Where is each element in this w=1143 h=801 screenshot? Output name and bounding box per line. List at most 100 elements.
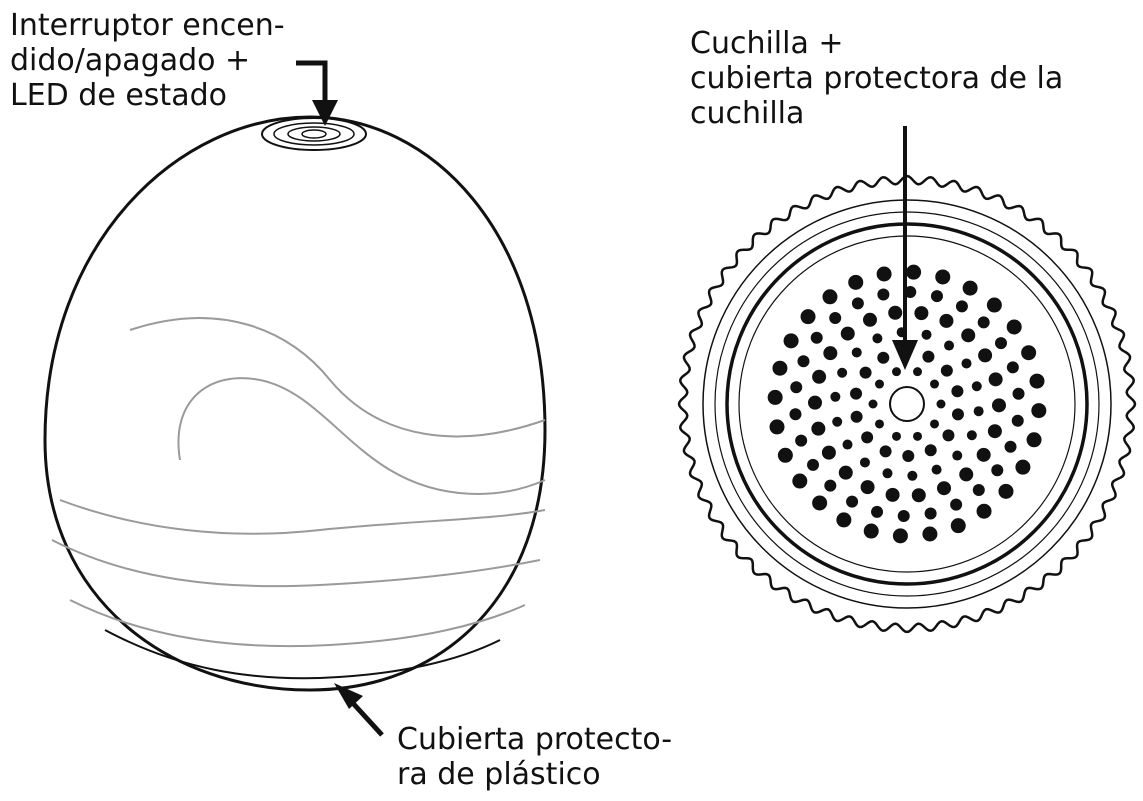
blade-hole (1004, 440, 1017, 453)
blade-hole (892, 528, 908, 544)
blade-hole (913, 431, 923, 441)
blade-hole (879, 445, 892, 458)
blade-hole (877, 351, 890, 364)
blade-hole (1015, 459, 1031, 475)
blade-hole (978, 348, 993, 363)
cover-edge-line (104, 629, 501, 680)
blade-hole (935, 269, 951, 285)
power-switch-icon (261, 117, 367, 151)
blade-hole (795, 434, 808, 447)
blade-hole (950, 518, 966, 534)
blade-hole (959, 467, 974, 482)
blade-hole (961, 328, 976, 343)
blade-hole (882, 468, 893, 479)
blade-hole (955, 300, 968, 313)
blade-hole (888, 305, 903, 320)
blade-hole (930, 419, 940, 429)
blade-hole (906, 264, 922, 280)
blade-hole (829, 312, 842, 325)
blade-hole (961, 358, 972, 369)
blade-hole (783, 333, 799, 349)
blade-hole (838, 465, 853, 480)
blade-hole (1012, 387, 1025, 400)
cover-callout-arrow (334, 683, 384, 737)
blade-hole (937, 481, 952, 496)
blade-hole (830, 391, 841, 402)
label-line: LED de estado (10, 78, 227, 113)
blade-hole (863, 523, 879, 539)
blade-hole (769, 419, 785, 435)
blade-callout-arrow (892, 126, 918, 370)
label-line: Cuchilla + (690, 26, 844, 61)
blade-hole (921, 329, 932, 340)
blade-hole (913, 367, 923, 377)
blade-hole (823, 346, 838, 361)
blade-hole (922, 350, 935, 363)
blade-hole (862, 312, 877, 327)
blade-hole (924, 507, 937, 520)
blade-hole (1011, 414, 1024, 427)
swirl-line (59, 499, 546, 535)
label-plastic-cover: Cubierta protecto- ra de plástico (397, 722, 672, 792)
blade-hole (944, 340, 955, 351)
blade-hole (971, 381, 982, 392)
blade-hole (792, 473, 808, 489)
blade-hole (977, 316, 990, 329)
blade-hole (832, 416, 843, 427)
blade-hole (902, 449, 915, 462)
blade-hole-pattern (767, 264, 1047, 544)
blade-hole (877, 288, 890, 301)
blade-hole (767, 389, 783, 405)
blade-hole (1026, 432, 1042, 448)
blade-hole (930, 290, 943, 303)
blade-hole (924, 444, 937, 457)
label-power-switch: Interruptor encen- dido/apagado + LED de… (10, 8, 285, 113)
blade-hole (931, 464, 942, 475)
swirl-line (177, 377, 546, 495)
blade-hole (904, 286, 917, 299)
swirl-line (69, 599, 526, 648)
blade-hole (972, 483, 985, 496)
blade-hole (822, 289, 838, 305)
blade-hole (1006, 361, 1019, 374)
blade-hole (851, 347, 862, 358)
blade-hole (914, 306, 929, 321)
blade-hole (962, 280, 978, 296)
blade-hole (951, 408, 964, 421)
blade-hole (860, 480, 875, 495)
blade-hole (936, 399, 946, 409)
blade-hole (876, 266, 892, 282)
blade-hole (1029, 373, 1045, 389)
blade-hole (859, 366, 872, 379)
blade-hole (930, 379, 940, 389)
blade-hole (812, 369, 827, 384)
blade-hole (922, 526, 938, 542)
blade-hole (772, 360, 788, 376)
device-top-view (677, 174, 1137, 634)
device-body-outline (43, 115, 547, 692)
blade-hole (821, 445, 836, 460)
blade-hole (988, 372, 1003, 387)
blade-hole (991, 464, 1004, 477)
blade-hole (810, 331, 823, 344)
blade-hole (994, 337, 1007, 350)
blade-hole (907, 470, 918, 481)
blade-hole (789, 408, 802, 421)
blade-hole (998, 483, 1014, 499)
blade-hole (846, 495, 859, 508)
blade-hole (991, 398, 1006, 413)
blade-hole (973, 406, 984, 417)
label-line: cuchilla (690, 96, 805, 131)
blade-hole (885, 487, 900, 502)
blade-hole (986, 297, 1002, 313)
blade-hole (1021, 345, 1037, 361)
blade-hole (872, 333, 883, 344)
blade-hole (942, 429, 955, 442)
blade-hole (911, 488, 926, 503)
blade-hole (891, 431, 901, 441)
label-line: Cubierta protecto- (397, 722, 673, 757)
blade-hole (848, 274, 864, 290)
blade-hole (1006, 319, 1022, 335)
blade-hole (808, 395, 823, 410)
blade-hole (952, 450, 963, 461)
